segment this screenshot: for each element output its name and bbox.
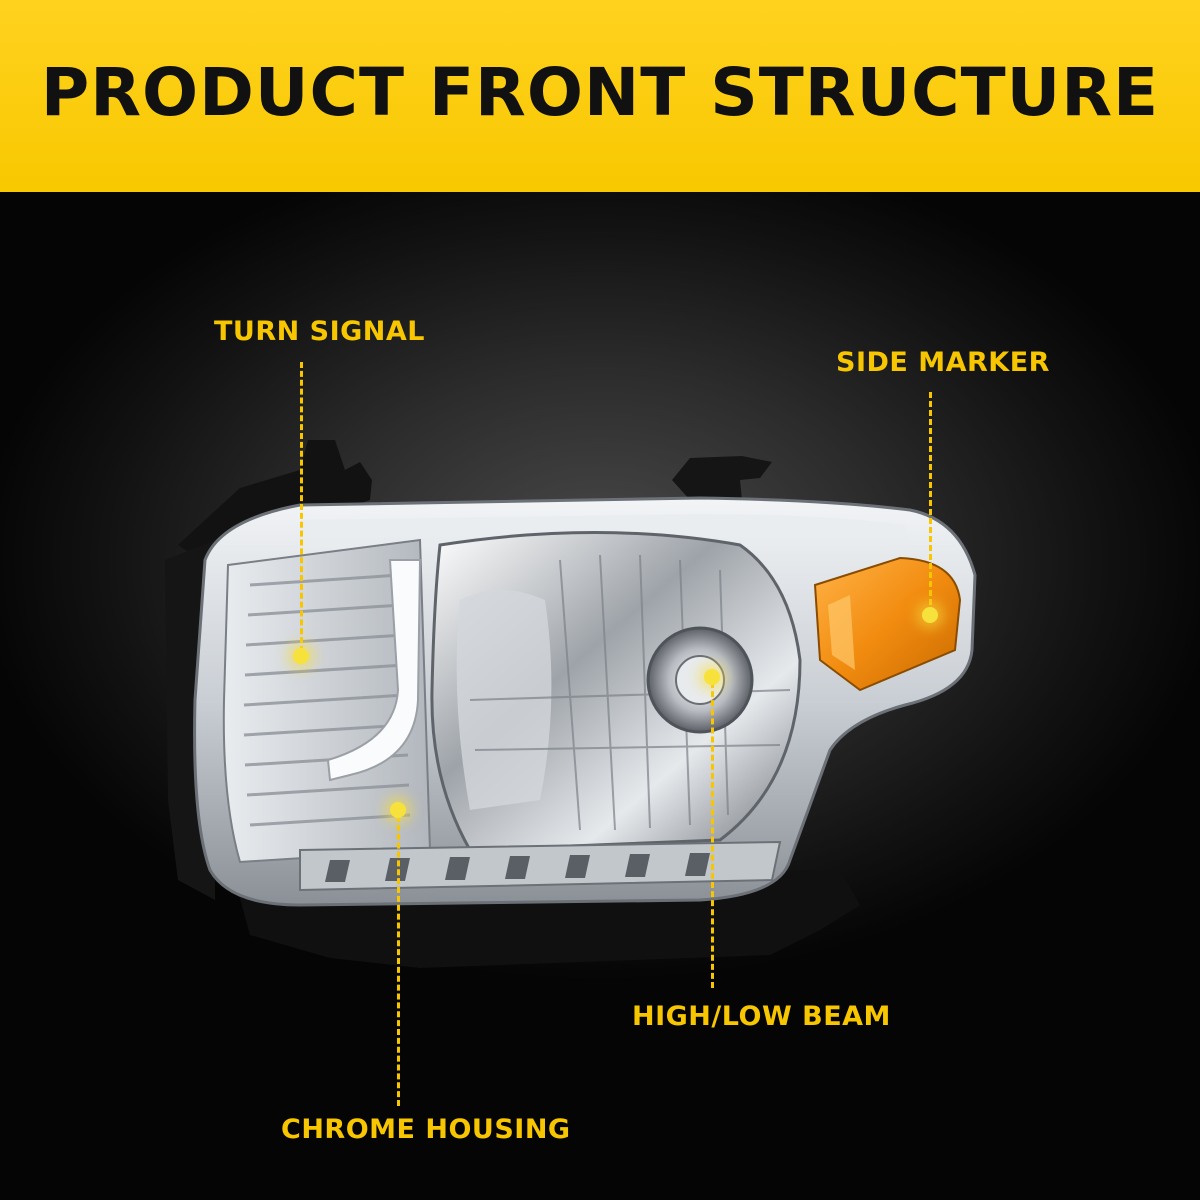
chrome-housing-dot xyxy=(390,802,406,818)
side-marker-dot xyxy=(922,607,938,623)
side-marker-label: SIDE MARKER xyxy=(836,347,1050,378)
high-low-beam-leader xyxy=(711,682,714,988)
chrome-housing-leader xyxy=(397,816,400,1106)
chrome-housing-label: CHROME HOUSING xyxy=(281,1114,571,1145)
side-marker-leader xyxy=(929,392,932,614)
high-low-beam-dot xyxy=(704,669,720,685)
turn-signal-dot xyxy=(293,648,309,664)
title-banner: PRODUCT FRONT STRUCTURE xyxy=(0,0,1200,192)
turn-signal-leader xyxy=(300,362,303,652)
turn-signal-label: TURN SIGNAL xyxy=(214,316,425,347)
high-low-beam-label: HIGH/LOW BEAM xyxy=(632,1001,891,1032)
page-title: PRODUCT FRONT STRUCTURE xyxy=(40,53,1160,131)
